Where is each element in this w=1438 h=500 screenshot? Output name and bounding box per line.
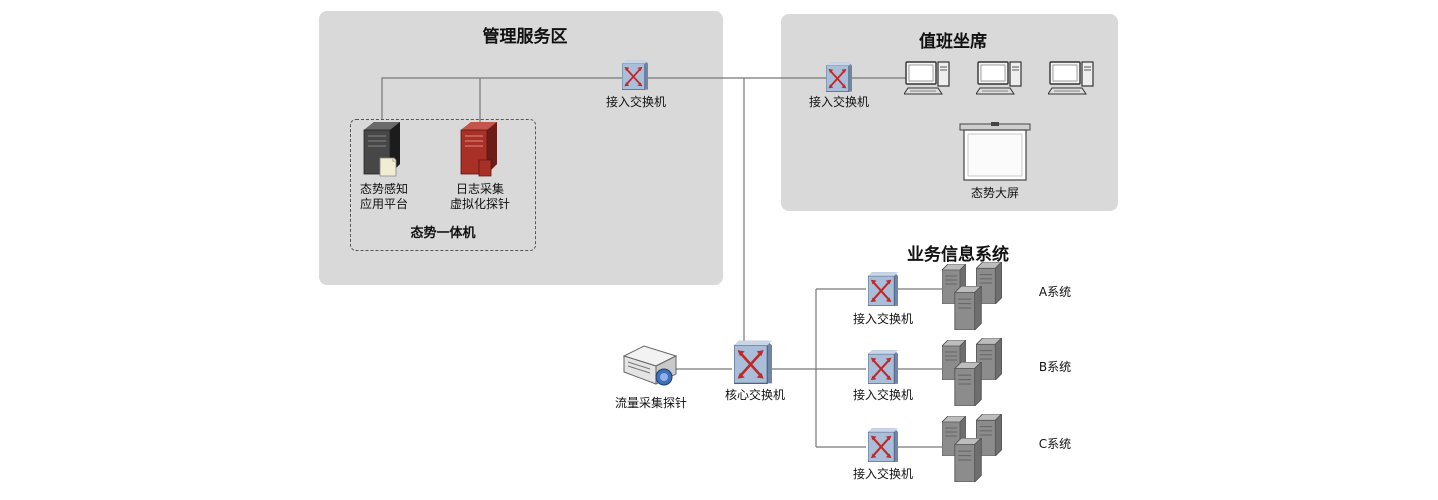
biz-switch-c-label: 接入交换机 [852, 467, 913, 481]
log-probe-label-line2: 虚拟化探针 [449, 197, 510, 211]
workstation-1-icon [904, 60, 952, 96]
duty-switch-label: 接入交换机 [808, 95, 869, 109]
log-probe-label-line1: 日志采集 [455, 182, 504, 196]
workstation-3-icon [1048, 60, 1096, 96]
system-a-servers-icon [942, 262, 1002, 330]
traffic-probe-icon [622, 345, 678, 386]
situation-platform-label-line1: 态势感知 [359, 182, 408, 196]
core-switch-icon [734, 340, 772, 384]
system-a-label: A系统 [1038, 285, 1072, 299]
appliance-box [350, 119, 536, 251]
situation-platform-label-line2: 应用平台 [359, 197, 408, 211]
mgmt-switch-icon [622, 60, 648, 90]
biz-switch-c-icon [868, 428, 898, 462]
duty-switch-icon [826, 62, 852, 92]
situation-platform-server-icon [363, 122, 400, 177]
system-b-servers-icon [942, 338, 1002, 406]
system-c-servers-icon [942, 414, 1002, 482]
workstation-2-icon [976, 60, 1024, 96]
duty-zone [781, 14, 1118, 211]
core-switch-label: 核心交换机 [724, 388, 785, 402]
duty-zone-title: 值班坐席 [919, 32, 987, 52]
mgmt-switch-label: 接入交换机 [605, 95, 666, 109]
business-zone-title: 业务信息系统 [907, 245, 1009, 265]
management-zone-title: 管理服务区 [482, 27, 568, 47]
big-screen-label: 态势大屏 [970, 186, 1019, 200]
biz-switch-b-label: 接入交换机 [852, 388, 913, 402]
system-b-label: B系统 [1038, 360, 1072, 374]
biz-switch-a-label: 接入交换机 [852, 312, 913, 326]
log-probe-server-icon [460, 122, 497, 177]
appliance-title: 态势一体机 [410, 226, 476, 241]
big-screen-icon [959, 122, 1031, 181]
system-c-label: C系统 [1038, 437, 1072, 451]
biz-switch-a-icon [868, 272, 898, 306]
biz-switch-b-icon [868, 350, 898, 384]
traffic-probe-label: 流量采集探针 [614, 396, 687, 410]
